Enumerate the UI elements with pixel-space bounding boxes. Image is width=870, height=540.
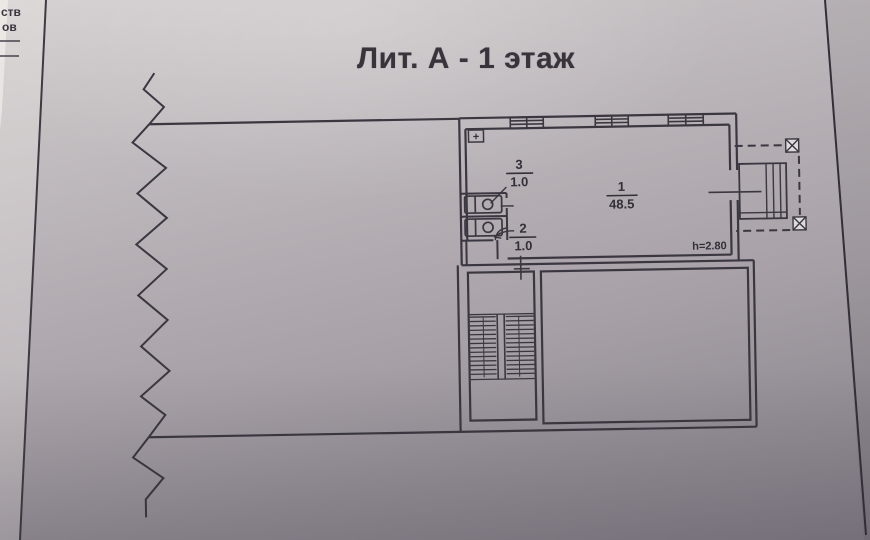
room2-number: 2 [519,221,526,236]
door-threshold-line [708,190,762,194]
break-line-zigzag [131,72,172,518]
page-edge-shading [0,0,46,540]
room3-leader-line [490,186,507,204]
corner-plus-box-icon [467,129,485,143]
door-swing-arc [494,227,508,241]
rear-room-outline [539,266,752,425]
window-icon [509,116,545,130]
adjacent-page-text: ств [1,5,21,19]
band-bottom-line [148,425,757,439]
porch-steps [738,162,788,220]
room1-number: 1 [618,179,625,194]
plan-linework: + 3 1.0 2 1.0 1 48.5 h=2.80 [131,72,807,518]
room1-area: 48.5 [609,196,635,211]
passage-walls [465,240,530,280]
ceiling-height-note: h=2.80 [692,240,727,253]
room2-area: 1.0 [514,238,532,253]
right-page-border [824,0,870,540]
toilet-icon [463,194,503,215]
wc-partitions [460,192,514,242]
label-leaders [490,186,515,241]
stair-treads-right [505,315,535,375]
corner-plus-symbol: + [473,131,480,143]
annex-outline [456,260,758,432]
room3-area: 1.0 [510,174,528,189]
page-frame-line [824,0,867,536]
survey-marker-icon [784,138,800,153]
stairs-icon [469,312,535,381]
room1-fraction-line [606,194,638,197]
adjacent-page-text: ов [2,20,17,34]
page-edge-highlight [0,0,8,130]
band-top-line [149,117,460,126]
window-icon [667,113,705,127]
window-icon [594,114,630,128]
toilet-icon [464,217,504,238]
porch-dashed-outline [734,144,801,232]
survey-marker-icon [792,216,807,231]
room3-number: 3 [515,157,522,172]
page-title: Лит. А - 1 этаж [357,42,575,75]
window-icons [509,113,705,130]
adjacent-page-edge: ств ов [0,0,47,540]
stairwell-enclosure [466,270,538,422]
page-fold-line [19,0,47,540]
porch [708,138,807,232]
plan-labels: + 3 1.0 2 1.0 1 48.5 h=2.80 [473,131,727,253]
